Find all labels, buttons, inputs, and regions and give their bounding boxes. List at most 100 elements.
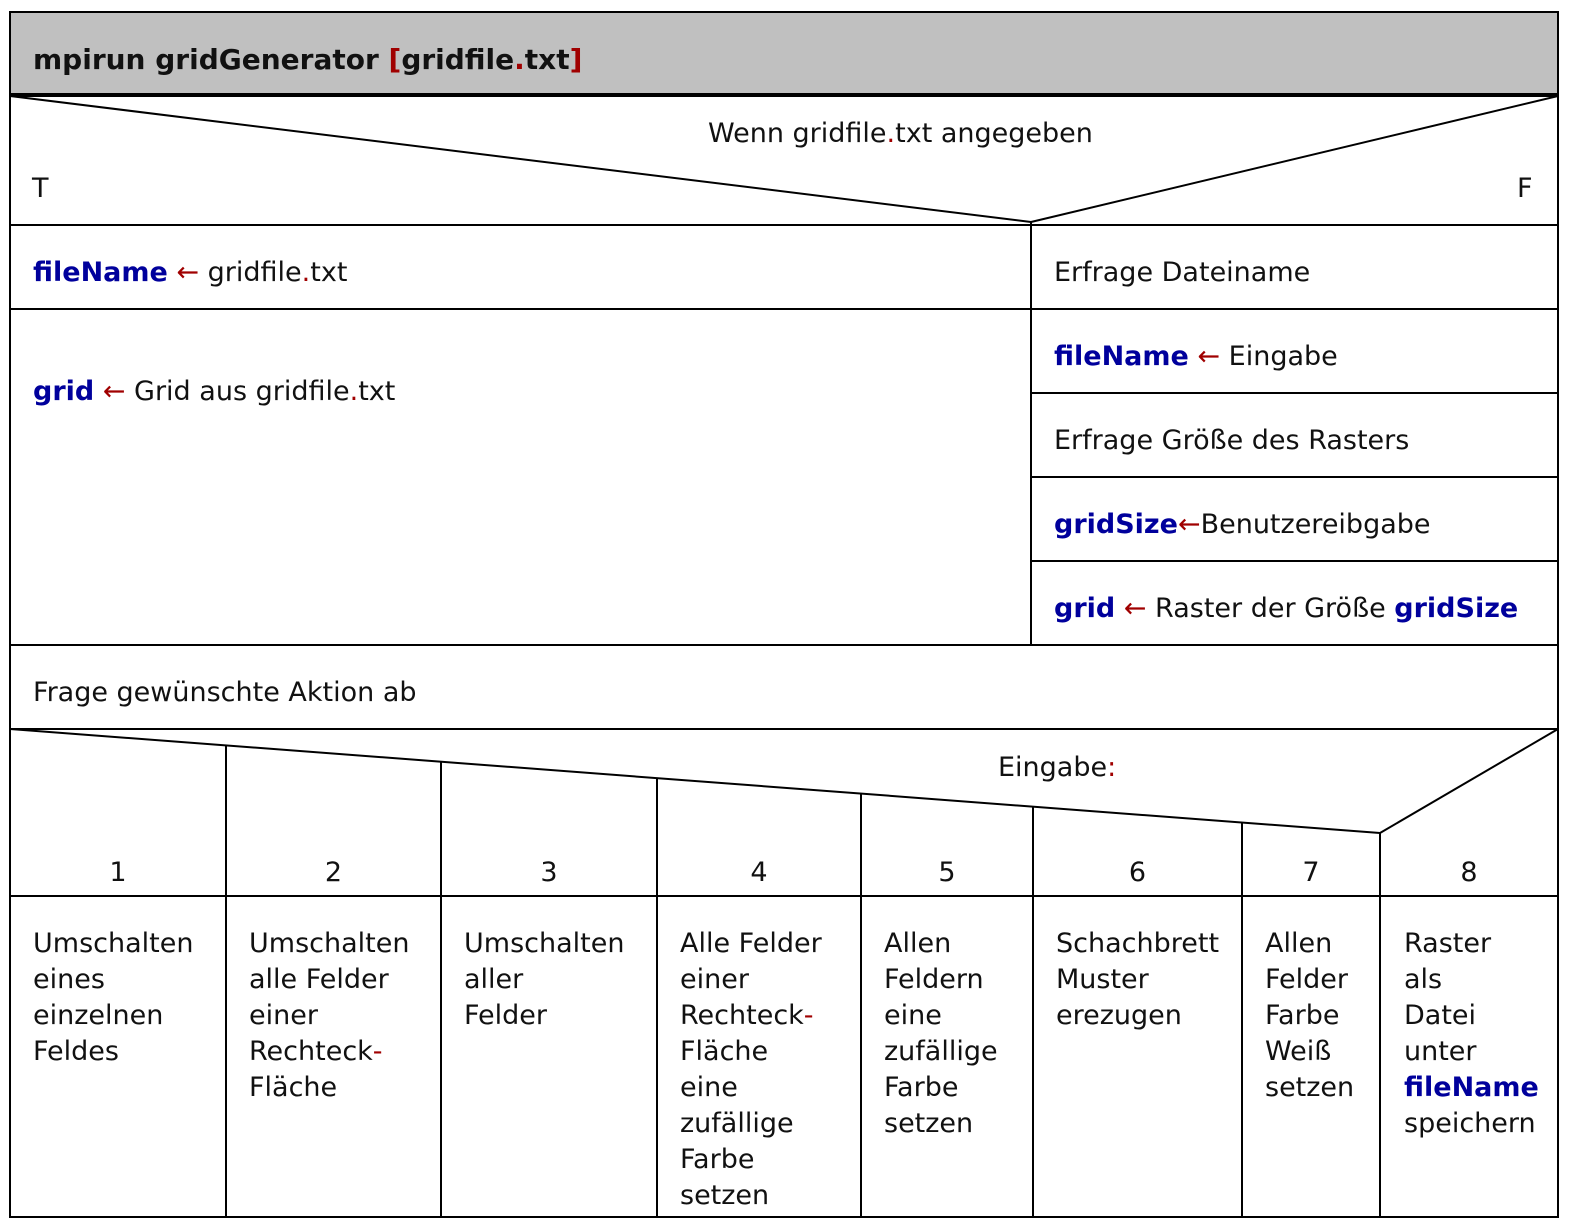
case-line: Schachbrett [1056, 928, 1220, 959]
false-step-ask-size: Erfrage Größe des Rasters [1054, 425, 1410, 456]
false-step-gridsize: gridSize←Benutzereibgabe [1054, 507, 1431, 543]
case-key-3: 3 [540, 857, 558, 888]
case-line: setzen [1265, 1072, 1355, 1103]
case-line: Fläche [249, 1072, 338, 1103]
case-key-7: 7 [1302, 857, 1320, 888]
true-step-grid-part1: Grid aus gridfile [125, 376, 350, 407]
case-line: aller [464, 964, 524, 995]
true-step-filename-part2: txt [310, 257, 348, 288]
arg-part2: txt [524, 43, 570, 76]
case-body-4: Alle Felder einer Rechteck- Fläche eine … [680, 926, 822, 1214]
case-body-5: Allen Feldern eine zufällige Farbe setze… [884, 926, 998, 1142]
true-label: T [32, 173, 49, 204]
case-line-text: Rechteck [249, 1036, 373, 1067]
case-key-8: 8 [1460, 857, 1478, 888]
case-line: Farbe [884, 1072, 959, 1103]
true-step-grid: grid ← Grid aus gridfile.txt [33, 374, 395, 410]
case-line: einzelnen [33, 1000, 164, 1031]
case-line: Weiß [1265, 1036, 1332, 1067]
case-line: Farbe [680, 1144, 755, 1175]
false-step-grid-text: Raster der Größe [1146, 593, 1395, 624]
assign-arrow: ← [1177, 509, 1201, 540]
assign-arrow: ← [102, 376, 126, 407]
case-line: Raster [1404, 928, 1492, 959]
case-line: Rechteck- [249, 1034, 409, 1070]
condition-part2: txt angegeben [895, 118, 1093, 149]
false-step-filename-text: Eingabe [1220, 341, 1338, 372]
case-line: eine [680, 1072, 738, 1103]
case-line: eines [33, 964, 105, 995]
case-line: zufällige [680, 1108, 794, 1139]
case-line: setzen [884, 1108, 974, 1139]
true-step-filename: fileName ← gridfile.txt [33, 255, 347, 291]
case-line: Umschalten [33, 928, 194, 959]
case-body-2: Umschalten alle Felder einer Rechteck- F… [249, 926, 409, 1106]
switch-diagonal-left [9, 728, 1381, 834]
case-line: einer [680, 964, 749, 995]
var-gridsize: gridSize [1394, 593, 1519, 624]
true-step-grid-part2: txt [358, 376, 396, 407]
ask-action-step: Frage gewünschte Aktion ab [33, 677, 417, 708]
condition-text: Wenn gridfile.txt angegeben [708, 116, 1093, 152]
case-key-6: 6 [1128, 857, 1147, 888]
switch-label-text: Eingabe [998, 752, 1108, 783]
assign-arrow: ← [1197, 341, 1221, 372]
case-line: erezugen [1056, 1000, 1182, 1031]
case-body-3: Umschalten aller Felder [464, 926, 624, 1034]
case-line: alle Felder [249, 964, 389, 995]
assign-arrow: ← [1123, 593, 1147, 624]
false-step-filename-input: fileName ← Eingabe [1054, 339, 1338, 375]
var-filename: fileName [1054, 341, 1189, 372]
header-bar [9, 11, 1559, 95]
case-line: Rechteck- [680, 998, 822, 1034]
condition-diagonal-left [9, 95, 1032, 223]
case-line: Alle Felder [680, 928, 822, 959]
bracket-close: ] [569, 43, 583, 76]
case-line: Allen [1265, 928, 1333, 959]
case-line: Allen [884, 928, 952, 959]
bracket-open: [ [388, 43, 402, 76]
case-line: Feldes [33, 1036, 119, 1067]
case-line: Fläche [680, 1036, 769, 1067]
case-line: Farbe [1265, 1000, 1340, 1031]
condition-dot: . [886, 118, 896, 149]
case-body-6: Schachbrett Muster erezugen [1056, 926, 1219, 1034]
case-key-1: 1 [109, 857, 127, 888]
case-body-8: Raster als Datei unter fileName speicher… [1404, 926, 1539, 1142]
switch-label-colon: : [1107, 752, 1117, 783]
case-body-1: Umschalten eines einzelnen Feldes [33, 926, 193, 1070]
hyphen: - [372, 1036, 383, 1067]
case-key-5: 5 [938, 857, 956, 888]
var-gridsize: gridSize [1054, 509, 1178, 540]
hyphen: - [803, 1000, 814, 1031]
var-filename: fileName [33, 257, 168, 288]
case-line: einer [249, 1000, 318, 1031]
false-label: F [1517, 173, 1533, 204]
true-step-filename-part1: gridfile [199, 257, 302, 288]
case-line-text: Rechteck [680, 1000, 804, 1031]
case-line: Umschalten [249, 928, 410, 959]
condition-part1: Wenn gridfile [708, 118, 887, 149]
outer-frame [9, 11, 1559, 1218]
header-command: mpirun gridGenerator [gridfile.txt] [33, 42, 582, 78]
case-line: setzen [680, 1180, 770, 1211]
var-filename: fileName [1404, 1072, 1539, 1103]
case-line: Muster [1056, 964, 1149, 995]
case-line: Felder [464, 1000, 548, 1031]
var-grid: grid [33, 376, 95, 407]
switch-diagonal-right [1379, 728, 1559, 834]
case-line: Felder [1265, 964, 1349, 995]
case-line: Feldern [884, 964, 984, 995]
case-line: Datei [1404, 1000, 1477, 1031]
case-line: unter [1404, 1036, 1477, 1067]
dot: . [301, 257, 311, 288]
condition-diagonal-right [1030, 95, 1559, 223]
case-line: speichern [1404, 1108, 1536, 1139]
false-step-gridsize-text: Benutzereibgabe [1200, 509, 1431, 540]
false-step-grid: grid ← Raster der Größe gridSize [1054, 591, 1518, 627]
case-key-4: 4 [750, 857, 768, 888]
dot: . [349, 376, 359, 407]
switch-label: Eingabe: [998, 750, 1116, 786]
assign-arrow: ← [176, 257, 200, 288]
